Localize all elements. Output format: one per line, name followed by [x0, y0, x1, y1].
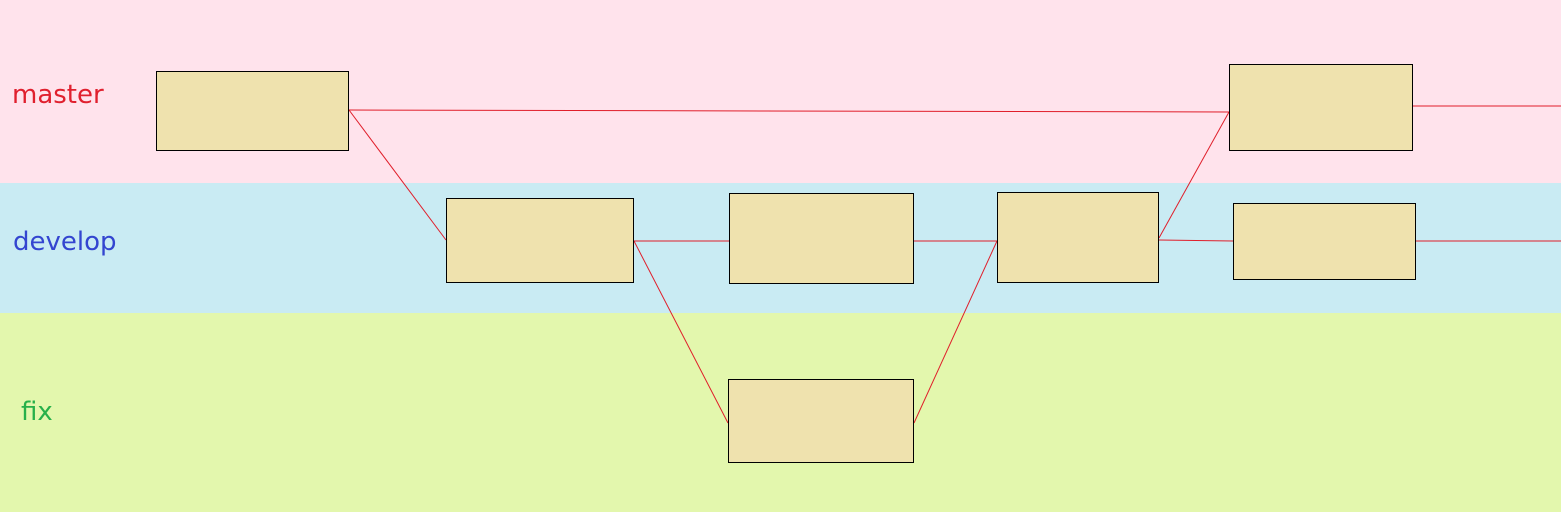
edge-develop-d1-to-fix-f1	[633, 240, 729, 424]
commit-box-develop-1	[446, 198, 634, 283]
edge-master-m1-to-m2	[348, 109, 1230, 113]
lane-label-develop: develop	[13, 227, 117, 257]
lane-label-master: master	[12, 80, 104, 110]
edge-fix-f1-to-develop-d3	[913, 240, 998, 424]
commit-box-develop-3	[997, 192, 1159, 283]
edge-develop-d3-to-master-m2	[1158, 111, 1230, 239]
edge-develop-d3-to-d4	[1158, 239, 1234, 242]
commit-box-master-1	[156, 71, 349, 151]
commit-box-master-2	[1229, 64, 1413, 151]
commit-box-fix-1	[728, 379, 914, 463]
commit-box-develop-2	[729, 193, 914, 284]
edge-master-m1-to-develop-d1	[348, 109, 447, 241]
lane-label-fix: fix	[21, 397, 53, 427]
commit-box-develop-4	[1233, 203, 1416, 280]
